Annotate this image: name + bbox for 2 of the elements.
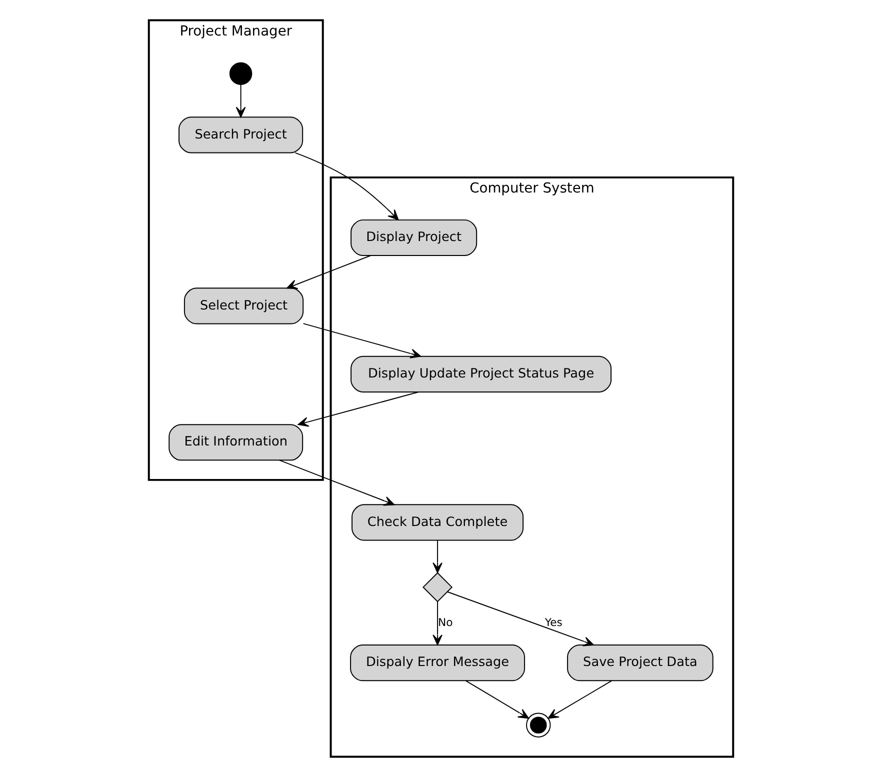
edge-label: No bbox=[438, 616, 452, 630]
edge-label: Yes bbox=[544, 616, 562, 630]
